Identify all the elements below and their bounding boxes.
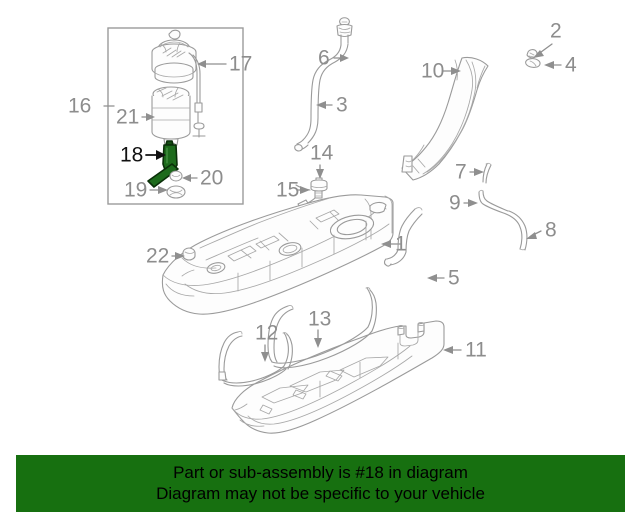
part-17-fuel-pump-upper-housing [151,29,206,138]
leader-2 [533,43,553,58]
part-1-fuel-tank [161,194,394,315]
callout-label-15: 15 [276,179,299,202]
part-10-filler-neck-shield [401,56,489,181]
callout-label-11: 11 [465,339,487,362]
part-13-tank-strap-rear [267,287,377,369]
callout-label-3: 3 [336,94,348,117]
callout-label-6: 6 [318,47,330,70]
leader-14 [316,164,324,179]
leader-15 [296,186,310,194]
callout-label-13: 13 [308,308,331,331]
leader-19 [149,186,168,194]
leader-17 [197,60,227,68]
leader-4 [544,61,562,69]
part-7-vapor-line-upper [482,162,492,184]
leader-11 [443,346,462,354]
part-19-seal-ring [166,185,186,199]
callout-label-1: 1 [395,233,407,256]
leader-8 [526,230,542,239]
leader-13 [314,329,322,348]
leader-20 [182,174,198,182]
callout-label-7: 7 [455,161,467,184]
part-11-fuel-tank-skid-plate [231,320,445,434]
part-5-filler-hose [383,207,423,267]
leader-18 [145,150,166,160]
leader-22 [171,252,185,260]
banner-line-2: Diagram may not be specific to your vehi… [156,483,485,503]
info-banner: Part or sub-assembly is #18 in diagram D… [16,455,625,512]
leader-7 [469,168,484,176]
callout-label-2: 2 [550,20,562,43]
callout-label-9: 9 [449,192,461,215]
leader-6 [333,54,349,62]
callout-label-21: 21 [116,106,139,129]
part-12-tank-strap-front [218,330,293,387]
part-18-highlighted-sending-unit [147,140,179,188]
callout-label-17: 17 [229,53,252,76]
leader-10 [442,67,461,75]
leader-3 [316,101,333,109]
callout-label-16: 16 [68,95,91,118]
leader-21 [141,113,155,121]
part-14-rollover-valve [310,177,328,199]
leader-12 [261,344,269,362]
callout-label-20: 20 [200,167,223,190]
callout-label-4: 4 [565,54,577,77]
part-22-drain-plug [182,247,196,261]
leader-5 [427,274,445,282]
part-9-vapor-line-connector [478,189,509,215]
banner-line-1: Part or sub-assembly is #18 in diagram [173,463,468,483]
callout-label-18: 18 [120,144,143,167]
callout-label-10: 10 [421,60,444,83]
part-4-clip [525,58,541,68]
callout-label-8: 8 [545,219,557,242]
part-8-vapor-line-lower [505,210,528,251]
callout-label-22: 22 [146,245,169,268]
part-6-vent-valve [336,17,353,46]
callout-label-14: 14 [310,142,334,165]
leader-9 [463,199,478,207]
part-20-grommet [169,170,183,182]
callout-label-19: 19 [124,179,147,202]
callout-label-12: 12 [255,322,278,345]
callout-label-5: 5 [448,267,460,290]
